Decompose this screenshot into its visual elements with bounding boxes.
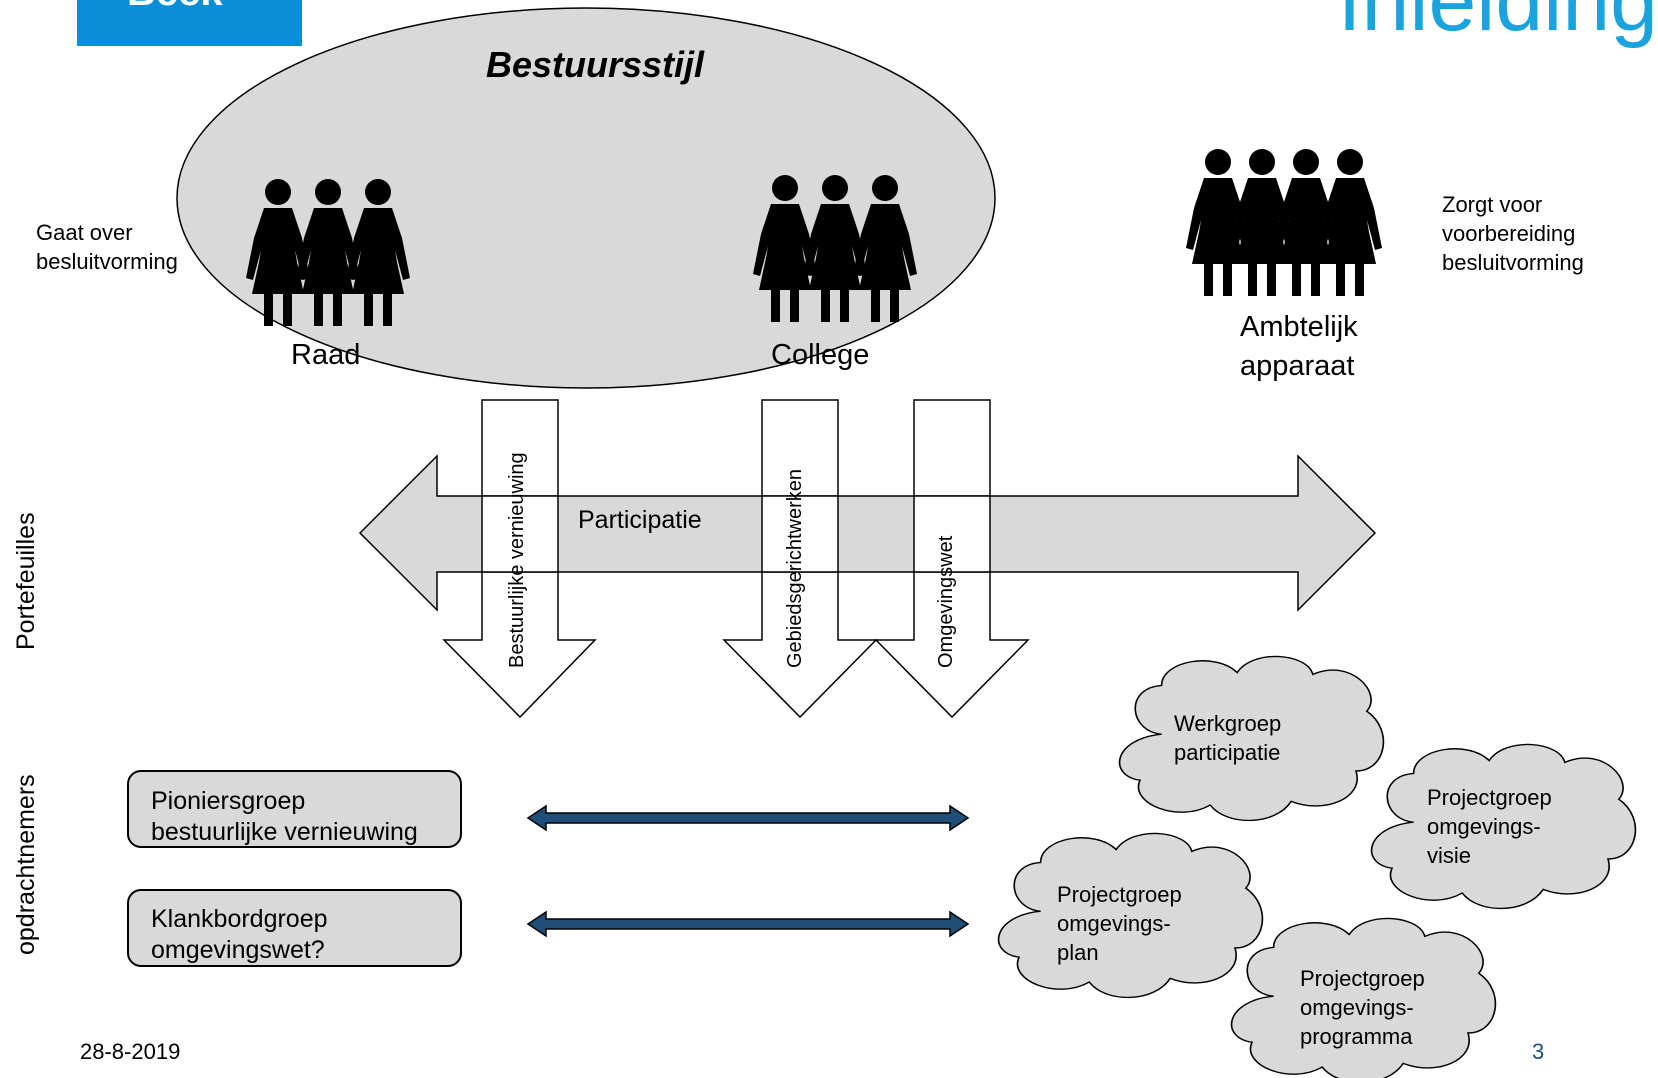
arrow-label-gebiedsgerichtwerken: Gebiedsgerichtwerken (784, 469, 806, 668)
slide-heading-text: Inleiding (1337, 0, 1658, 49)
box-klankbordgroep-line-2: omgevingswet? (151, 936, 325, 964)
cloud-3-line-1: Projectgroep (1057, 882, 1182, 907)
page-number: 3 (1532, 1039, 1545, 1064)
cloud-3-line-3: plan (1057, 940, 1099, 965)
cloud-1-line-1: Werkgroep (1174, 711, 1282, 736)
footer-date: 28-8-2019 (80, 1039, 181, 1064)
connector-arrow-2 (526, 910, 970, 938)
side-label-portefeuilles: Portefeuilles (12, 512, 40, 650)
ambtelijk-label-line-1: Ambtelijk (1240, 311, 1358, 343)
raad-label: Raad (291, 339, 361, 371)
college-label: College (771, 339, 870, 371)
cloud-2-line-1: Projectgroep (1427, 785, 1552, 810)
cloud-4-line-2: omgevings- (1300, 995, 1414, 1020)
box-klankbordgroep-line-1: Klankbordgroep (151, 905, 328, 933)
box-pioniersgroep-line-1: Pioniersgroep (151, 787, 306, 815)
cloud-4-line-1: Projectgroep (1300, 966, 1425, 991)
logo: Beek (77, 0, 302, 46)
cloud-4-line-3: programma (1300, 1024, 1413, 1049)
right-note-line-3: besluitvorming (1442, 250, 1584, 275)
cloud-2-line-2: omgevings- (1427, 814, 1541, 839)
cloud-1-line-2: participatie (1174, 740, 1281, 765)
participatie-double-arrow (358, 454, 1377, 612)
connector-arrow-1 (526, 804, 970, 832)
ambtelijk-label-line-2: apparaat (1240, 350, 1355, 382)
box-klankbordgroep: Klankbordgroep omgevingswet? (127, 889, 462, 967)
slide-heading-decoration: Inleiding (1200, 0, 1658, 52)
cloud-2-line-3: visie (1427, 843, 1472, 868)
arrow-label-bestuurlijke-vernieuwing: Bestuurlijke vernieuwing (506, 452, 528, 668)
cloud-3-line-2: omgevings- (1057, 911, 1171, 936)
left-note-line-1: Gaat over (36, 220, 133, 245)
ellipse-title: Bestuursstijl (486, 44, 705, 85)
side-label-opdrachtnemers: opdrachtnemers (12, 774, 40, 955)
participatie-label: Participatie (578, 506, 702, 534)
box-pioniersgroep: Pioniersgroep bestuurlijke vernieuwing (127, 770, 462, 848)
right-note-line-2: voorbereiding (1442, 221, 1576, 246)
box-pioniersgroep-line-2: bestuurlijke vernieuwing (151, 818, 418, 846)
ambtelijk-people-icon (1186, 149, 1382, 296)
logo-text: Beek (127, 0, 223, 15)
left-note-line-2: besluitvorming (36, 249, 178, 274)
right-note-line-1: Zorgt voor (1442, 192, 1543, 217)
arrow-label-omgevingswet: Omgevingswet (935, 535, 957, 668)
